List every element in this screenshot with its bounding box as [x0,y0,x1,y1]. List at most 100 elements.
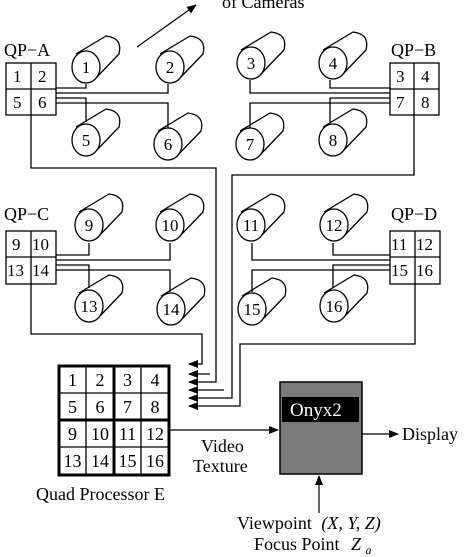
viewpoint-line: Viewpoint (X, Y, Z) [237,513,381,534]
camera-7: 7 [235,112,285,161]
qp-d-cell-15: 15 [391,261,408,280]
focus-word: Focus Point [254,534,340,554]
onyx-body [279,381,363,475]
camera-lens [155,208,185,242]
camera-14: 14 [156,277,206,326]
qp-d-cell-16: 16 [416,261,433,280]
focus-line: Focus Point Z a [254,534,372,557]
processor-e-cell: 13 [64,451,82,471]
qp-d-cell-11: 11 [391,235,407,254]
camera-body [78,274,124,319]
processor-e-cell: 2 [96,370,105,390]
processor-e-cell: 10 [91,424,109,444]
camera-lens [74,208,104,242]
camera-number: 9 [85,216,94,235]
onyx-box: Onyx2 [279,381,363,475]
camera-lens [319,208,349,242]
viewpoint-xyz: (X, Y, Z) [321,513,380,534]
processor-e-cell: 1 [68,370,77,390]
camera-number: 7 [246,135,255,154]
processor-e-cell: 15 [119,451,137,471]
camera-3: 3 [236,31,286,80]
camera-body [323,274,369,319]
camera-13: 13 [74,274,124,323]
viewpoint-word: Viewpoint [237,513,312,533]
camera-11: 11 [236,193,286,242]
camera-5: 5 [71,108,121,157]
processor-e-cell: 4 [151,370,160,390]
camera-body [78,193,124,238]
qp-b-label: QP−B [391,40,436,60]
qp-a-grid: 1 2 5 6 [5,62,57,116]
camera-body [239,112,285,157]
qp-b-cell-4: 4 [421,67,430,86]
qp-c-cell-14: 14 [32,261,50,280]
caption-cut: of Cameras [222,0,304,12]
camera-lens [236,208,266,242]
camera-wiring [56,80,390,292]
camera-body [159,35,205,80]
qp-a-cell-1: 1 [13,67,22,86]
camera-number: 2 [166,58,175,77]
qp-a-cell-5: 5 [13,93,22,112]
camera-lens [237,292,267,326]
qp-b-cell-8: 8 [421,93,430,112]
qp-d-grid: 11 12 15 16 [389,230,441,285]
processor-e-label: Quad Processor E [36,484,165,504]
processor-e-cell: 7 [123,397,132,417]
camera-lens [71,50,101,84]
camera-body [159,193,205,238]
camera-body [75,108,121,153]
camera-8: 8 [318,108,368,157]
processor-e-cell: 8 [151,397,160,417]
focus-var: Z [351,534,362,554]
processor-e-cell: 3 [123,370,132,390]
processor-e-cell: 11 [119,424,136,444]
camera-number: 15 [244,300,261,319]
camera-lens [71,123,101,157]
camera-number: 10 [162,216,179,235]
camera-6: 6 [153,112,203,161]
camera-lens [156,292,186,326]
camera-number: 5 [82,131,91,150]
camera-number: 8 [329,131,338,150]
qp-c-grid: 9 10 13 14 [5,230,57,285]
camera-number: 6 [164,135,173,154]
qp-a-label: QP−A [4,40,50,60]
qp-c-cell-13: 13 [7,261,24,280]
camera-body [157,112,203,157]
onyx-title-bar [282,397,359,422]
camera-9: 9 [74,193,124,242]
qp-c-cell-10: 10 [32,235,49,254]
camera-body [75,35,121,80]
camera-number: 4 [329,54,338,73]
qp-b-grid: 3 4 7 8 [389,62,440,116]
processor-e-cell: 5 [68,397,77,417]
onyx-title: Onyx2 [290,400,342,421]
qp-d-cell-12: 12 [416,235,433,254]
texture-label: Texture [193,456,248,476]
camera-body [240,193,286,238]
processor-e-cell: 6 [96,397,105,417]
camera-4: 4 [318,31,368,80]
display-label: Display [402,424,458,444]
qp-d-label: QP−D [391,204,437,224]
qp-c-cell-9: 9 [12,235,21,254]
camera-lens [236,46,266,80]
camera-body [160,277,206,322]
camera-1: 1 [71,35,121,84]
caption-arrow [136,4,197,48]
focus-sub: a [366,543,372,557]
qp-b-cell-7: 7 [396,93,405,112]
camera-lens [155,50,185,84]
camera-body [322,31,368,76]
processor-e-cell: 14 [91,451,109,471]
camera-number: 14 [163,300,181,319]
camera-body [322,108,368,153]
camera-16: 16 [319,274,369,323]
qp-b-cell-3: 3 [396,67,405,86]
camera-number: 11 [243,216,259,235]
